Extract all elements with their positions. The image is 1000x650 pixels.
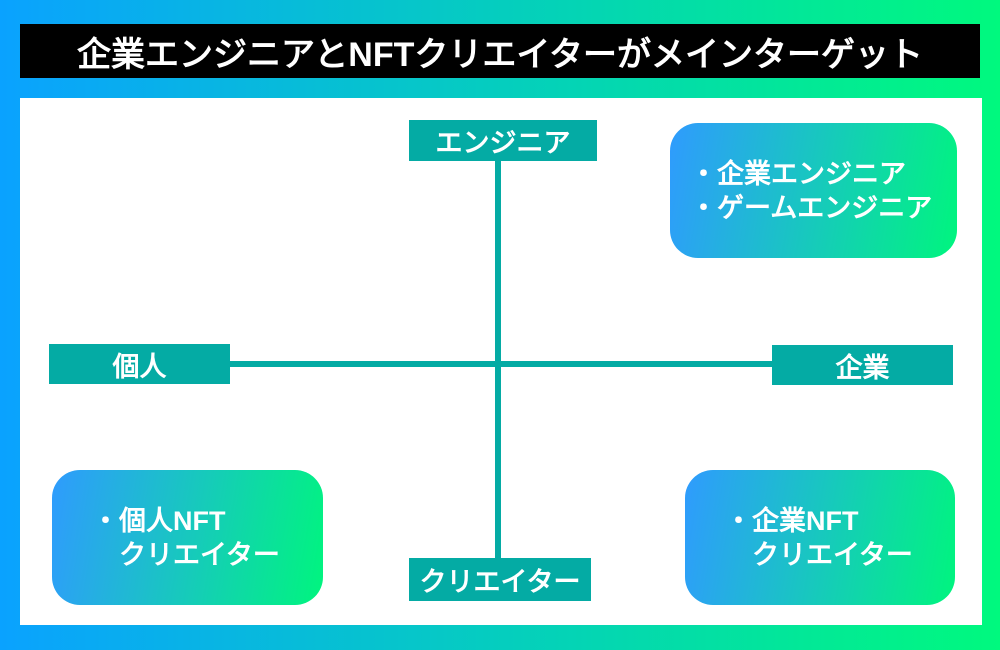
quadrant-box-top-right: ・ 企業エンジニア ・ ゲームエンジニア	[670, 123, 957, 258]
axis-label-individual-text: 個人	[112, 351, 167, 382]
list-item-line: 個人NFT	[119, 505, 226, 536]
axis-label-corporate-text: 企業	[835, 352, 890, 383]
title-bar: 企業エンジニアとNFTクリエイターがメインターゲット	[20, 24, 980, 78]
vertical-axis-line	[495, 158, 501, 560]
axis-label-engineer: エンジニア	[409, 120, 597, 161]
list-item: ・ 企業NFT クリエイター	[725, 504, 955, 572]
axis-label-creator-text: クリエイター	[419, 567, 581, 597]
list-item-text: 個人NFT クリエイター	[119, 504, 280, 572]
list-item: ・ 企業エンジニア	[690, 157, 957, 191]
axis-label-individual: 個人	[49, 344, 230, 384]
list-item-line: クリエイター	[752, 539, 913, 570]
bullet-icon: ・	[725, 505, 752, 536]
bullet-icon: ・	[690, 158, 717, 189]
bullet-icon: ・	[92, 505, 119, 536]
quadrant-box-bottom-left: ・ 個人NFT クリエイター	[52, 470, 323, 605]
quadrant-box-bottom-right: ・ 企業NFT クリエイター	[685, 470, 955, 605]
list-item: ・ ゲームエンジニア	[690, 191, 957, 225]
bullet-icon: ・	[690, 192, 717, 223]
axis-label-creator: クリエイター	[409, 558, 591, 601]
list-item: ・ 個人NFT クリエイター	[92, 504, 323, 572]
list-item-line: クリエイター	[119, 539, 280, 570]
page-title: 企業エンジニアとNFTクリエイターがメインターゲット	[76, 35, 924, 74]
list-item-line: 企業NFT	[752, 505, 859, 536]
list-item-text: 企業エンジニア	[717, 158, 906, 189]
axis-label-engineer-text: エンジニア	[435, 128, 571, 158]
axis-label-corporate: 企業	[772, 345, 953, 385]
horizontal-axis-line	[228, 361, 774, 367]
list-item-text: ゲームエンジニア	[717, 192, 933, 223]
list-item-text: 企業NFT クリエイター	[752, 504, 913, 572]
quadrant-panel: エンジニア クリエイター 個人 企業 ・ 企業エンジニア ・ ゲームエンジニア …	[20, 98, 982, 625]
